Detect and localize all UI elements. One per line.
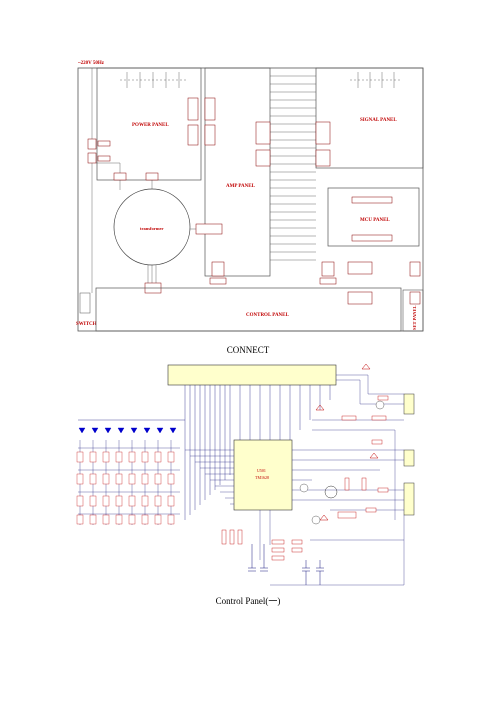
bottom-caps <box>248 544 324 585</box>
driver-chip-part: TM1628 <box>255 475 269 480</box>
transformer-connectors <box>113 172 223 294</box>
amp-panel-connectors <box>204 97 271 167</box>
right-connectors <box>403 393 415 516</box>
bottom-resistors <box>221 529 303 561</box>
control-panel-label: CONTROL PANEL <box>246 313 289 318</box>
chip-pins <box>185 449 312 560</box>
power-panel-terminals <box>120 72 186 88</box>
driver-chip <box>233 439 293 511</box>
fuse-components <box>87 138 111 164</box>
connect-caption: CONNECT <box>226 345 270 355</box>
crystal-component <box>324 485 338 499</box>
power-panel-connector <box>187 97 199 146</box>
transistors <box>299 400 385 525</box>
switch-matrix-keys <box>76 451 175 525</box>
supply-triangles <box>315 363 379 521</box>
led-row <box>78 427 177 434</box>
signal-panel-terminals <box>350 72 400 88</box>
switch-label: SWITCH <box>76 322 97 327</box>
side-panel-label: SET PANEL <box>412 306 417 330</box>
control-panel-box <box>95 287 402 332</box>
power-panel-label: POWER PANEL <box>132 123 169 128</box>
mcu-panel-connectors <box>351 196 393 242</box>
switch-component <box>79 292 91 314</box>
amp-signal-bus <box>270 75 316 261</box>
signal-panel-box <box>315 67 424 169</box>
transformer-wires <box>91 68 196 293</box>
right-wiring <box>270 374 405 586</box>
right-components <box>337 395 389 519</box>
header-pins <box>184 385 331 520</box>
mcu-panel-box <box>327 187 420 247</box>
transformer-label: transformer <box>140 226 164 231</box>
side-panel-box <box>402 289 424 332</box>
signal-panel-connectors <box>315 121 331 167</box>
supply-label: ~220V 50Hz <box>78 61 105 66</box>
amp-panel-label: AMP PANEL <box>226 184 256 189</box>
header-connector <box>167 364 337 386</box>
driver-chip-label: U501 <box>257 468 266 473</box>
signal-panel-label: SIGNAL PANEL <box>360 118 397 123</box>
control-panel-connectors <box>209 261 421 305</box>
control-panel-caption: Control Panel(一) <box>215 596 281 606</box>
mcu-panel-label: MCU PANEL <box>360 218 390 223</box>
